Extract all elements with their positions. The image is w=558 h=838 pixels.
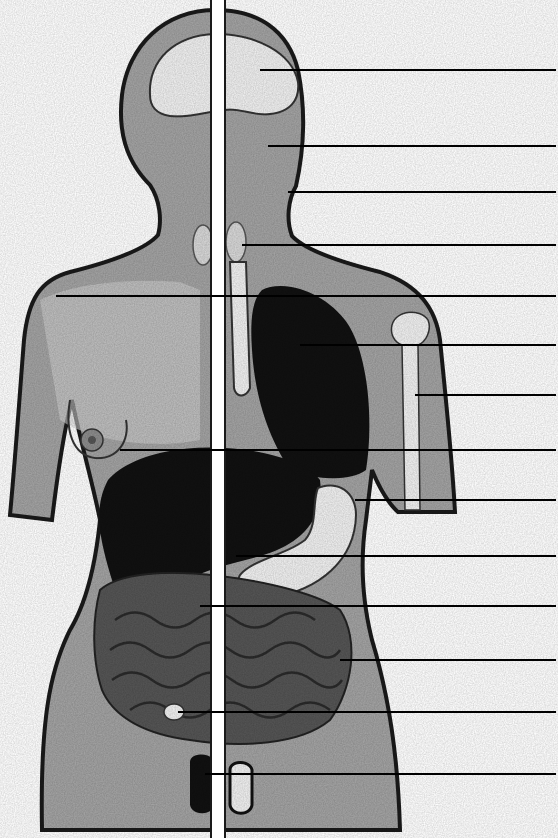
body-illustration: [0, 0, 558, 838]
anatomy-diagram: [0, 0, 558, 838]
